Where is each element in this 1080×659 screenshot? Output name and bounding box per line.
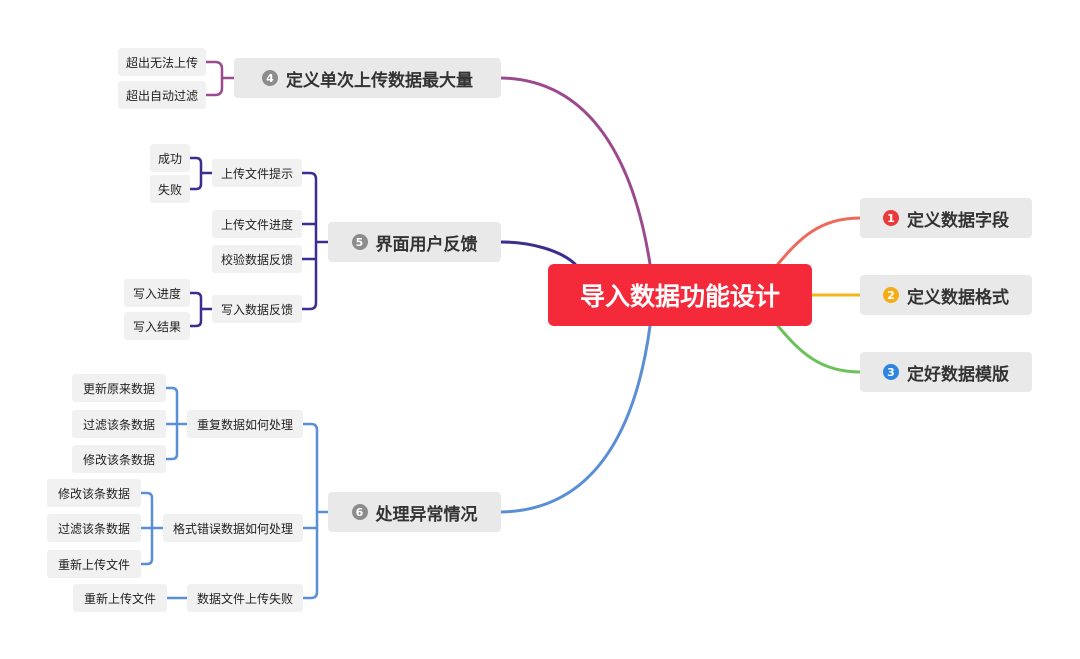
branch-label: 定义数据字段 (907, 210, 1009, 231)
bracket-b6-format (139, 491, 165, 566)
number-4-icon: 4 (262, 70, 278, 86)
branch-label: 界面用户反馈 (375, 234, 478, 255)
bracket-b6-dup (164, 386, 189, 461)
bracket-b4 (204, 60, 236, 97)
node-label: 写入结果 (132, 319, 181, 334)
branch-label: 定义数据格式 (907, 287, 1009, 308)
node-label: 上传文件提示 (220, 166, 293, 181)
node-validate-feedback[interactable]: 校验数据反馈 (212, 245, 302, 273)
node-update-original[interactable]: 更新原来数据 (72, 374, 166, 402)
connector-b5 (499, 240, 577, 266)
number-1-icon: 1 (883, 210, 899, 226)
number-5-icon: 5 (351, 234, 368, 250)
node-label: 上传文件进度 (220, 217, 293, 232)
node-reupload-file[interactable]: 重新上传文件 (47, 550, 141, 578)
node-label: 校验数据反馈 (220, 252, 293, 267)
bracket-b5 (300, 171, 330, 311)
node-label: 修改该条数据 (82, 452, 155, 467)
node-modify-record[interactable]: 修改该条数据 (47, 479, 141, 507)
node-upload-failure[interactable]: 数据文件上传失败 (187, 584, 303, 612)
number-6-icon: 6 (351, 504, 368, 520)
node-filter-record[interactable]: 过滤该条数据 (47, 514, 141, 542)
node-label: 写入进度 (132, 286, 181, 301)
branch-ui-feedback[interactable]: 5 界面用户反馈 (328, 222, 501, 262)
node-exceed-auto-filter[interactable]: 超出自动过滤 (118, 81, 206, 109)
branch-label: 处理异常情况 (375, 504, 478, 525)
node-format-error-handling[interactable]: 格式错误数据如何处理 (163, 514, 303, 542)
node-filter-record[interactable]: 过滤该条数据 (72, 410, 166, 438)
number-2-icon: 2 (883, 287, 899, 303)
branch-max-upload[interactable]: 4 定义单次上传数据最大量 (234, 58, 501, 98)
branch-define-fields[interactable]: 1 定义数据字段 (860, 198, 1032, 238)
node-write-progress[interactable]: 写入进度 (124, 279, 190, 307)
node-label: 重复数据如何处理 (196, 417, 293, 432)
node-write-feedback[interactable]: 写入数据反馈 (212, 295, 302, 323)
node-label: 格式错误数据如何处理 (172, 521, 293, 536)
connector-b1 (776, 216, 862, 266)
branch-exceptions[interactable]: 6 处理异常情况 (328, 492, 501, 532)
node-write-result[interactable]: 写入结果 (124, 312, 190, 340)
connector-b4 (499, 76, 652, 266)
node-duplicate-handling[interactable]: 重复数据如何处理 (187, 410, 303, 438)
node-label: 超出无法上传 (125, 55, 198, 70)
node-label: 成功 (157, 151, 182, 166)
connector-b3 (776, 324, 862, 374)
node-label: 超出自动过滤 (125, 88, 198, 103)
node-exceed-cannot-upload[interactable]: 超出无法上传 (118, 48, 206, 76)
number-3-icon: 3 (883, 364, 899, 380)
node-label: 重新上传文件 (83, 591, 156, 606)
node-label: 重新上传文件 (57, 557, 130, 572)
bracket-b6 (301, 422, 330, 600)
node-label: 失败 (157, 182, 182, 197)
node-upload-progress[interactable]: 上传文件进度 (212, 210, 302, 238)
branch-label: 定好数据模版 (907, 364, 1009, 385)
node-reupload-file[interactable]: 重新上传文件 (73, 584, 167, 612)
node-label: 写入数据反馈 (220, 302, 293, 317)
branch-define-template[interactable]: 3 定好数据模版 (860, 352, 1032, 392)
node-modify-record[interactable]: 修改该条数据 (72, 445, 166, 473)
root-node[interactable]: 导入数据功能设计 (548, 264, 812, 326)
node-label: 过滤该条数据 (82, 417, 155, 432)
node-failure[interactable]: 失败 (150, 175, 190, 203)
node-label: 修改该条数据 (57, 486, 130, 501)
node-success[interactable]: 成功 (150, 144, 190, 172)
node-upload-file-tip[interactable]: 上传文件提示 (212, 159, 302, 187)
bracket-b5-upload (188, 156, 214, 191)
node-label: 更新原来数据 (82, 381, 155, 396)
bracket-b5-write (188, 291, 214, 328)
branch-label: 定义单次上传数据最大量 (286, 70, 473, 91)
connector-b6 (499, 324, 652, 514)
branch-define-format[interactable]: 2 定义数据格式 (860, 275, 1032, 315)
node-label: 过滤该条数据 (57, 521, 130, 536)
node-label: 数据文件上传失败 (196, 591, 293, 606)
root-label: 导入数据功能设计 (579, 282, 780, 311)
